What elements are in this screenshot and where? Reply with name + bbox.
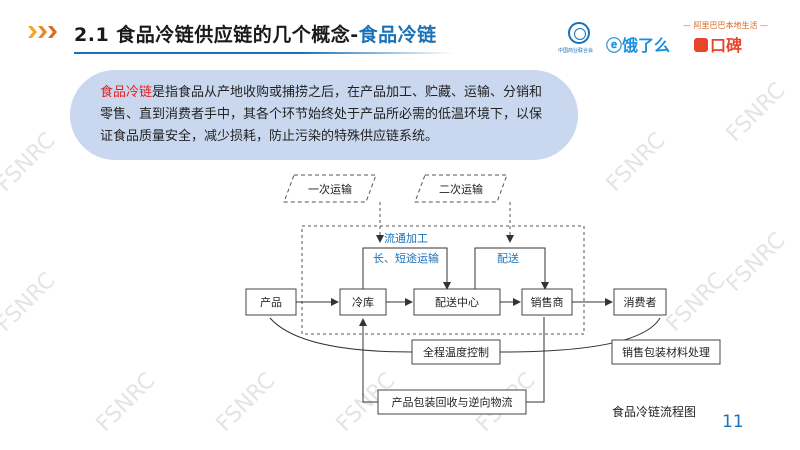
node-consumer <box>613 288 667 316</box>
process-area-boundary <box>301 225 585 335</box>
page-title-highlight: 食品冷链 <box>358 24 437 46</box>
chevron-arrows-icon <box>28 26 57 38</box>
title-underline <box>74 52 454 54</box>
circulation-processing-label: 流通加工 <box>384 231 428 245</box>
reverse-logistics-box <box>377 389 527 415</box>
cold-storage-to-distribution-upper <box>362 247 451 290</box>
primary-transport-label: 一次运输 <box>308 182 352 196</box>
distribution-to-retailer-upper <box>474 247 549 290</box>
node-distribution-center-label: 配送中心 <box>435 295 479 309</box>
definition-text: 是指食品从产地收购或捕捞之后，在产品加工、贮藏、运输、分销和零售、直到消费者手中… <box>100 85 543 144</box>
seal-logo-icon <box>568 22 590 44</box>
node-cold-storage-label: 冷库 <box>352 296 374 309</box>
reverse-logistics-connector <box>526 317 545 403</box>
packaging-disposal-label: 销售包装材料处理 <box>622 345 710 359</box>
node-retailer-label: 销售商 <box>531 295 564 309</box>
header-bar: 2.1 食品冷链供应链的几个概念-食品冷链 — 阿里巴巴本地生活 — 中国商业联… <box>0 6 800 58</box>
slogan: — 阿里巴巴本地生活 — <box>682 21 768 30</box>
page-number: 11 <box>722 412 744 432</box>
temperature-control-box <box>411 339 501 365</box>
node-cold-storage <box>339 288 387 316</box>
node-product <box>245 288 297 316</box>
koubei-icon <box>694 38 708 52</box>
reverse-logistics-return <box>359 318 378 403</box>
delivery-label: 配送 <box>497 251 519 265</box>
eleme-logo: ⓔ饿了么 <box>606 36 671 55</box>
diagram-caption: 食品冷链流程图 <box>612 405 697 419</box>
koubei-logo: 口碑 <box>694 32 742 56</box>
temperature-control-curve <box>269 317 661 353</box>
brand-logos: — 阿里巴巴本地生活 — 中国商业联合会 ⓔ饿了么 口碑 <box>558 20 768 60</box>
reverse-logistics-label: 产品包装回收与逆向物流 <box>392 395 513 409</box>
page-title: 2.1 食品冷链供应链的几个概念-食品冷链 <box>74 24 437 46</box>
long-short-transport-label: 长、短途运输 <box>373 251 439 265</box>
packaging-disposal-box <box>611 339 721 365</box>
node-retailer <box>521 288 573 316</box>
temperature-control-label: 全程温度控制 <box>423 345 489 359</box>
seal-logo-text: 中国商业联合会 <box>558 48 594 54</box>
secondary-transport-label: 二次运输 <box>439 182 483 196</box>
node-consumer-label: 消费者 <box>624 295 657 309</box>
node-distribution-center <box>413 288 501 316</box>
node-product-label: 产品 <box>260 295 282 309</box>
definition-box: 食品冷链是指食品从产地收购或捕捞之后，在产品加工、贮藏、运输、分销和零售、直到消… <box>70 70 578 160</box>
definition-term: 食品冷链 <box>100 85 153 100</box>
